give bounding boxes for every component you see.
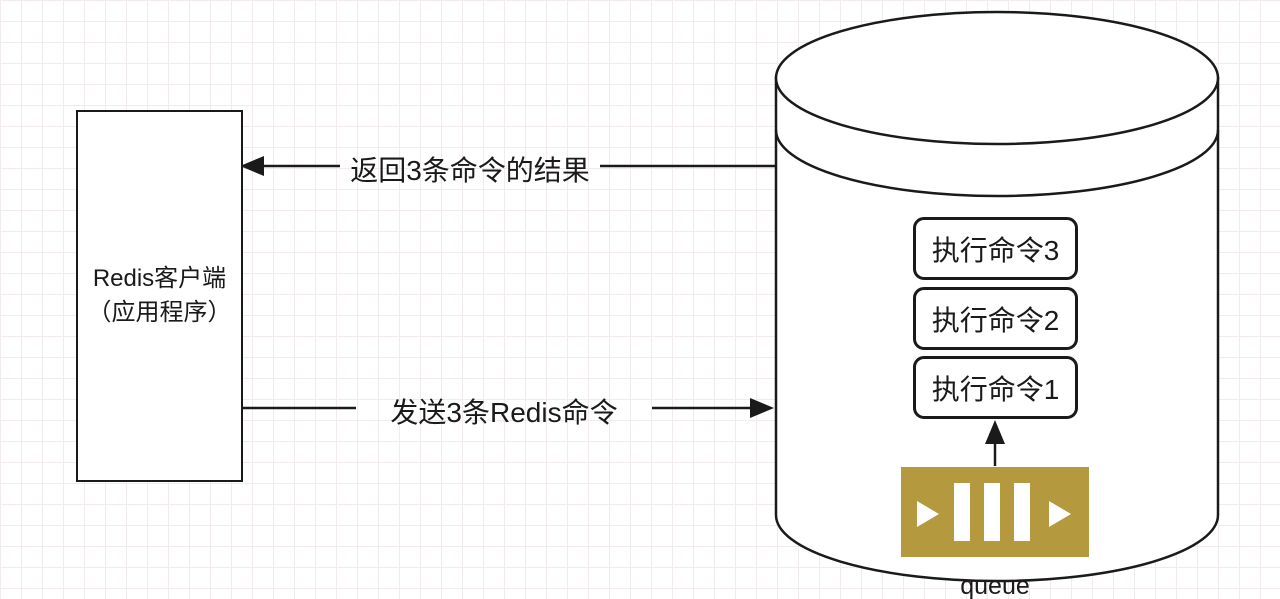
queue-bar-icon [954,483,970,541]
command-box-2: 执行命令2 [913,287,1078,350]
queue-label: queue [960,572,1030,599]
send-arrow-label: 发送3条Redis命令 [390,397,618,428]
send-arrow [240,398,774,418]
return-arrow [240,156,776,176]
send-arrowhead-icon [750,398,774,418]
client-box-label-line2: （应用程序） [87,299,232,326]
queue-play-left-icon [917,501,939,527]
queue-icon [901,467,1089,557]
client-box-label-line1: Redis客户端 [92,265,227,293]
return-arrowhead-icon [240,156,264,176]
command-box-3: 执行命令3 [913,217,1078,280]
queue-play-right-icon [1049,501,1071,527]
return-arrow-label: 返回3条命令的结果 [350,155,590,186]
cylinder-top [774,10,1220,146]
queue-arrow [985,420,1005,466]
command-box-1: 执行命令1 [913,356,1078,419]
queue-arrowhead-icon [985,420,1005,444]
redis-client-box: Redis客户端 （应用程序） [76,110,243,482]
cylinder-rim [774,129,1220,198]
queue-bar-icon [984,483,1000,541]
queue-bar-icon [1014,483,1030,541]
